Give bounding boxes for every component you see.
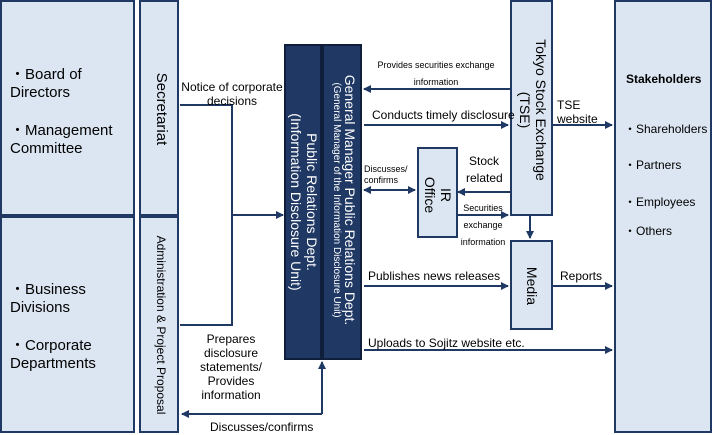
gm-title: General Manager Public Relations Dept. (342, 74, 358, 326)
discusses-bottom-label: Discusses/confirms (210, 420, 314, 434)
divisions-box: ・Business Divisions ・Corporate Departmen… (0, 216, 135, 433)
leadership-box: ・Board of Directors ・Management Committe… (0, 0, 135, 216)
ir-office-label: IR Office (422, 176, 454, 214)
stakeholder-partners: ・Partners (624, 158, 682, 172)
gm-label: General Manager Public Relations Dept. (… (330, 42, 358, 358)
stakeholder-shareholders: ・Shareholders (624, 122, 708, 136)
media-label: Media (524, 266, 540, 306)
pr-dept-title: Public Relations Dept. (304, 133, 320, 271)
gm-box: General Manager Public Relations Dept. (… (322, 44, 362, 360)
pr-dept-subtitle: (Information Disclosure Unit) (288, 113, 304, 291)
news-label: Publishes news releases (368, 269, 501, 283)
media-box: Media (510, 240, 553, 330)
provides-info-label: Provides securities exchange information (377, 60, 495, 87)
tse-box: Tokyo Stock Exchange (TSE) (510, 0, 553, 216)
notice-label: Notice of corporate decisions (181, 80, 283, 108)
secretariat-box: Secretariat (139, 0, 179, 216)
uploads-label: Uploads to Sojitz website etc. (368, 336, 525, 350)
management-label: ・Management Committee (10, 122, 113, 157)
stakeholder-employees: ・Employees (624, 195, 696, 209)
stakeholders-box: Stakeholders ・Shareholders ・Partners ・Em… (614, 0, 712, 433)
stock-related-label: Stock related (466, 154, 503, 185)
admin-label: Administration & Project Proposal (154, 235, 168, 415)
business-divisions-label: ・Business Divisions (10, 281, 86, 316)
discusses-confirms-small-label: Discusses/ confirms (364, 164, 408, 185)
admin-box: Administration & Project Proposal (139, 216, 179, 433)
secretariat-label: Secretariat (153, 72, 170, 146)
stakeholder-others: ・Others (624, 224, 673, 238)
board-label: ・Board of Directors (10, 66, 82, 101)
notice-connector (180, 104, 233, 215)
tse-website-label: TSE website (557, 98, 598, 126)
gm-subtitle: (General Manager of the Information Disc… (331, 82, 342, 318)
pr-dept-box: Public Relations Dept. (Information Disc… (284, 44, 322, 360)
securities-info-label: Securities exchange information (460, 203, 506, 247)
reports-label: Reports (560, 269, 603, 283)
prepares-label: Prepares disclosure statements/ Provides… (199, 332, 263, 402)
tse-label: Tokyo Stock Exchange (TSE) (517, 39, 549, 181)
prepares-connector (180, 215, 233, 326)
ir-office-box: IR Office (417, 147, 458, 238)
timely-label: Conducts timely disclosure (372, 108, 515, 122)
pr-dept-label: Public Relations Dept. (Information Disc… (288, 44, 320, 360)
corporate-departments-label: ・Corporate Departments (10, 337, 96, 372)
stakeholders-title: Stakeholders (626, 72, 702, 86)
